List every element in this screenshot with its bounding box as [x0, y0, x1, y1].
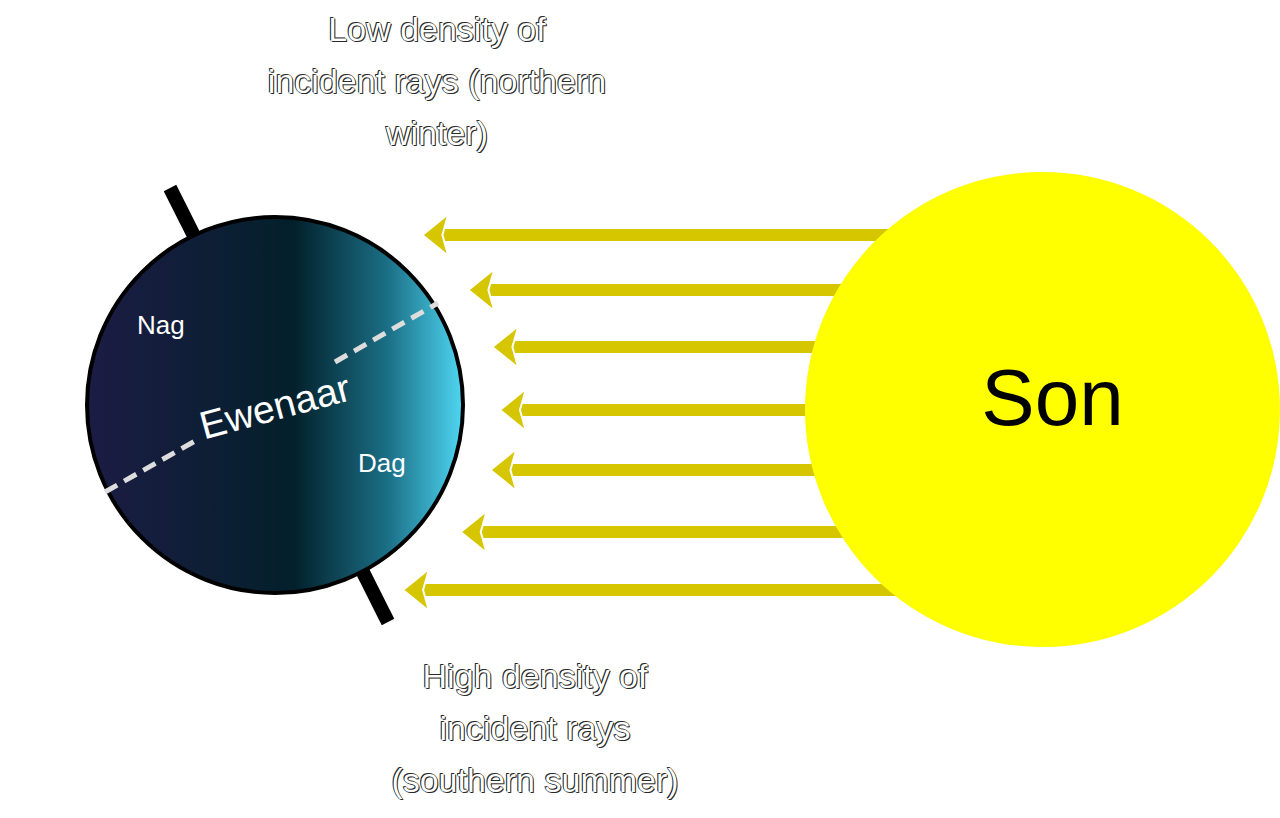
- sun-ray-arrow: [403, 569, 900, 611]
- sun-label: Son: [981, 352, 1123, 444]
- sun-ray-arrow: [422, 214, 893, 256]
- summer-note-holder: High density of incident rays (southern …: [365, 650, 705, 806]
- sun-ray-arrow: [500, 389, 817, 431]
- equator-line: [105, 441, 195, 492]
- equator-line: [335, 303, 438, 362]
- sun-label-holder: Son: [815, 352, 1280, 444]
- winter-note-holder: Low density of incident rays (northern w…: [267, 3, 607, 159]
- earth-circle: NagEwenaarDag: [85, 215, 465, 595]
- winter-note: Low density of incident rays (northern w…: [267, 3, 607, 159]
- night-label-holder: Nag: [137, 310, 185, 341]
- sun-circle: Son: [805, 172, 1280, 647]
- sun-ray-arrow: [492, 326, 825, 368]
- day-label-holder: Dag: [358, 448, 406, 479]
- day-label: Dag: [358, 448, 406, 479]
- sun-ray-arrow: [461, 511, 851, 553]
- night-label: Nag: [137, 310, 185, 341]
- sun-ray-arrow: [468, 269, 849, 311]
- sun-ray-arrow: [490, 449, 824, 491]
- summer-note: High density of incident rays (southern …: [365, 650, 705, 806]
